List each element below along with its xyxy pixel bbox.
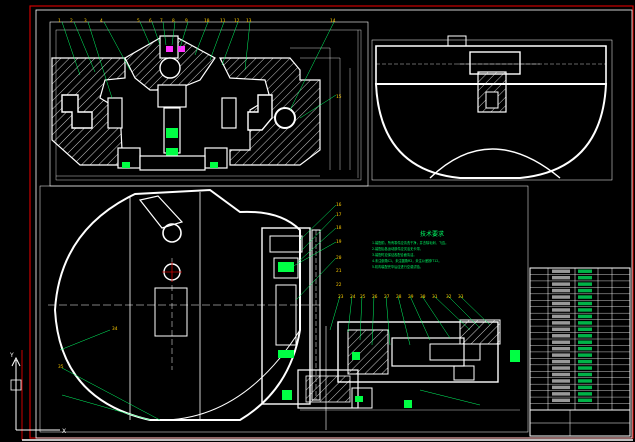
axis-x-label: X	[62, 428, 66, 435]
title-block-cell-text	[552, 372, 570, 377]
svg-text:32: 32	[446, 294, 452, 300]
svg-text:6: 6	[149, 18, 152, 24]
title-block-cell-text	[578, 269, 592, 273]
title-block-cell-text	[552, 398, 570, 403]
sheet-frame-inner	[35, 9, 633, 439]
balloon-labels-top: 1 2 3 4 5 6 7 8 9 10 11 12 13 14	[58, 18, 336, 24]
title-block-cell-text	[552, 346, 570, 351]
title-block-cell-text	[578, 308, 592, 312]
note-line-1: 1.装配前，所有零件应清洗干净，并去除毛刺、飞边。	[372, 240, 448, 245]
svg-text:5: 5	[137, 18, 140, 24]
svg-text:18: 18	[336, 225, 342, 231]
title-block-cell-text	[552, 288, 570, 293]
svg-text:14: 14	[330, 18, 336, 24]
svg-text:25: 25	[360, 294, 366, 300]
title-block-cell-text	[552, 353, 570, 357]
title-block-cell-text	[552, 392, 570, 396]
balloon-labels-side: 15 16 17 18 19 20 21 22 23 24 25 26 27 2…	[58, 94, 464, 370]
title-block-cell-text	[552, 379, 570, 383]
svg-text:12: 12	[234, 18, 240, 24]
svg-text:1: 1	[58, 18, 61, 24]
svg-text:15: 15	[336, 94, 342, 100]
svg-text:19: 19	[336, 239, 342, 245]
title-block-cell-text	[578, 379, 592, 383]
note-line-2: 2.装配后各运动部件应灵活无卡滞。	[372, 246, 423, 251]
title-block-cell-text	[578, 353, 592, 357]
title-block-cell-text	[578, 327, 592, 332]
title-block-cell-text	[578, 392, 592, 396]
title-block-cell-text	[552, 359, 570, 364]
title-block	[529, 267, 631, 437]
svg-text:30: 30	[420, 294, 426, 300]
title-block-cell-text	[552, 340, 570, 344]
svg-text:7: 7	[160, 18, 163, 24]
svg-text:16: 16	[336, 202, 342, 208]
plan-view-circle	[39, 185, 529, 433]
side-view-bowl	[371, 35, 613, 181]
title-block-cell-text	[552, 327, 570, 332]
title-block-cell-text	[578, 398, 592, 403]
svg-text:33: 33	[458, 294, 464, 300]
note-line-3: 3.装配时应保证各配合面清洁。	[372, 252, 416, 257]
note-line-4: 4.未注倒角C1，未注圆角R2，未注公差按IT12。	[372, 258, 441, 263]
svg-text:11: 11	[220, 18, 226, 24]
title-block-cell-text	[578, 372, 592, 377]
svg-text:35: 35	[58, 364, 64, 370]
title-block-cell-text	[552, 269, 570, 273]
title-block-cell-text	[578, 346, 592, 351]
svg-text:4: 4	[100, 18, 103, 24]
title-block-cell-text	[578, 366, 592, 370]
title-block-cell-text	[552, 385, 570, 390]
title-block-cell-text	[578, 314, 592, 319]
svg-text:21: 21	[336, 268, 342, 274]
svg-text:9: 9	[185, 18, 188, 24]
svg-text:31: 31	[432, 294, 438, 300]
title-block-cell-text	[552, 321, 570, 325]
svg-text:2: 2	[70, 18, 73, 24]
svg-text:13: 13	[246, 18, 252, 24]
title-block-cell-text	[552, 282, 570, 286]
svg-text:17: 17	[336, 212, 342, 218]
ucs-axis-icon: Y X	[9, 352, 66, 435]
technical-requirements: 技术要求 1.装配前，所有零件应清洗干净，并去除毛刺、飞边。 2.装配后各运动部…	[372, 230, 448, 269]
title-block-cell-text	[552, 295, 570, 299]
title-block-cell-text	[578, 321, 592, 325]
title-block-cell-text	[578, 334, 592, 338]
svg-text:22: 22	[336, 282, 342, 288]
svg-text:34: 34	[112, 326, 118, 332]
front-section-view	[49, 21, 369, 187]
title-block-cell-text	[552, 334, 570, 338]
title-block-cell-text	[578, 301, 592, 306]
axis-y-label: Y	[9, 352, 14, 359]
title-block-cell-text	[552, 275, 570, 280]
title-block-cell-text	[578, 340, 592, 344]
note-line-5: 5.机构装配完毕后应进行空载试验。	[372, 264, 423, 269]
svg-text:10: 10	[204, 18, 210, 24]
title-block-cell-text	[552, 308, 570, 312]
notes-title: 技术要求	[420, 230, 444, 238]
title-block-cell-text	[578, 282, 592, 286]
svg-text:27: 27	[384, 294, 390, 300]
title-block-cell-text	[578, 385, 592, 390]
title-block-cell-text	[578, 288, 592, 293]
svg-text:3: 3	[84, 18, 87, 24]
svg-text:24: 24	[350, 294, 356, 300]
title-block-cell-text	[552, 301, 570, 306]
svg-text:23: 23	[338, 294, 344, 300]
title-block-cell-text	[578, 359, 592, 364]
svg-text:26: 26	[372, 294, 378, 300]
svg-text:8: 8	[172, 18, 175, 24]
title-block-cell-text	[552, 366, 570, 370]
svg-text:20: 20	[336, 255, 342, 261]
title-block-cell-text	[552, 314, 570, 319]
svg-text:29: 29	[408, 294, 414, 300]
title-block-cell-text	[578, 275, 592, 280]
title-block-cell-text	[578, 295, 592, 299]
svg-text:28: 28	[396, 294, 402, 300]
